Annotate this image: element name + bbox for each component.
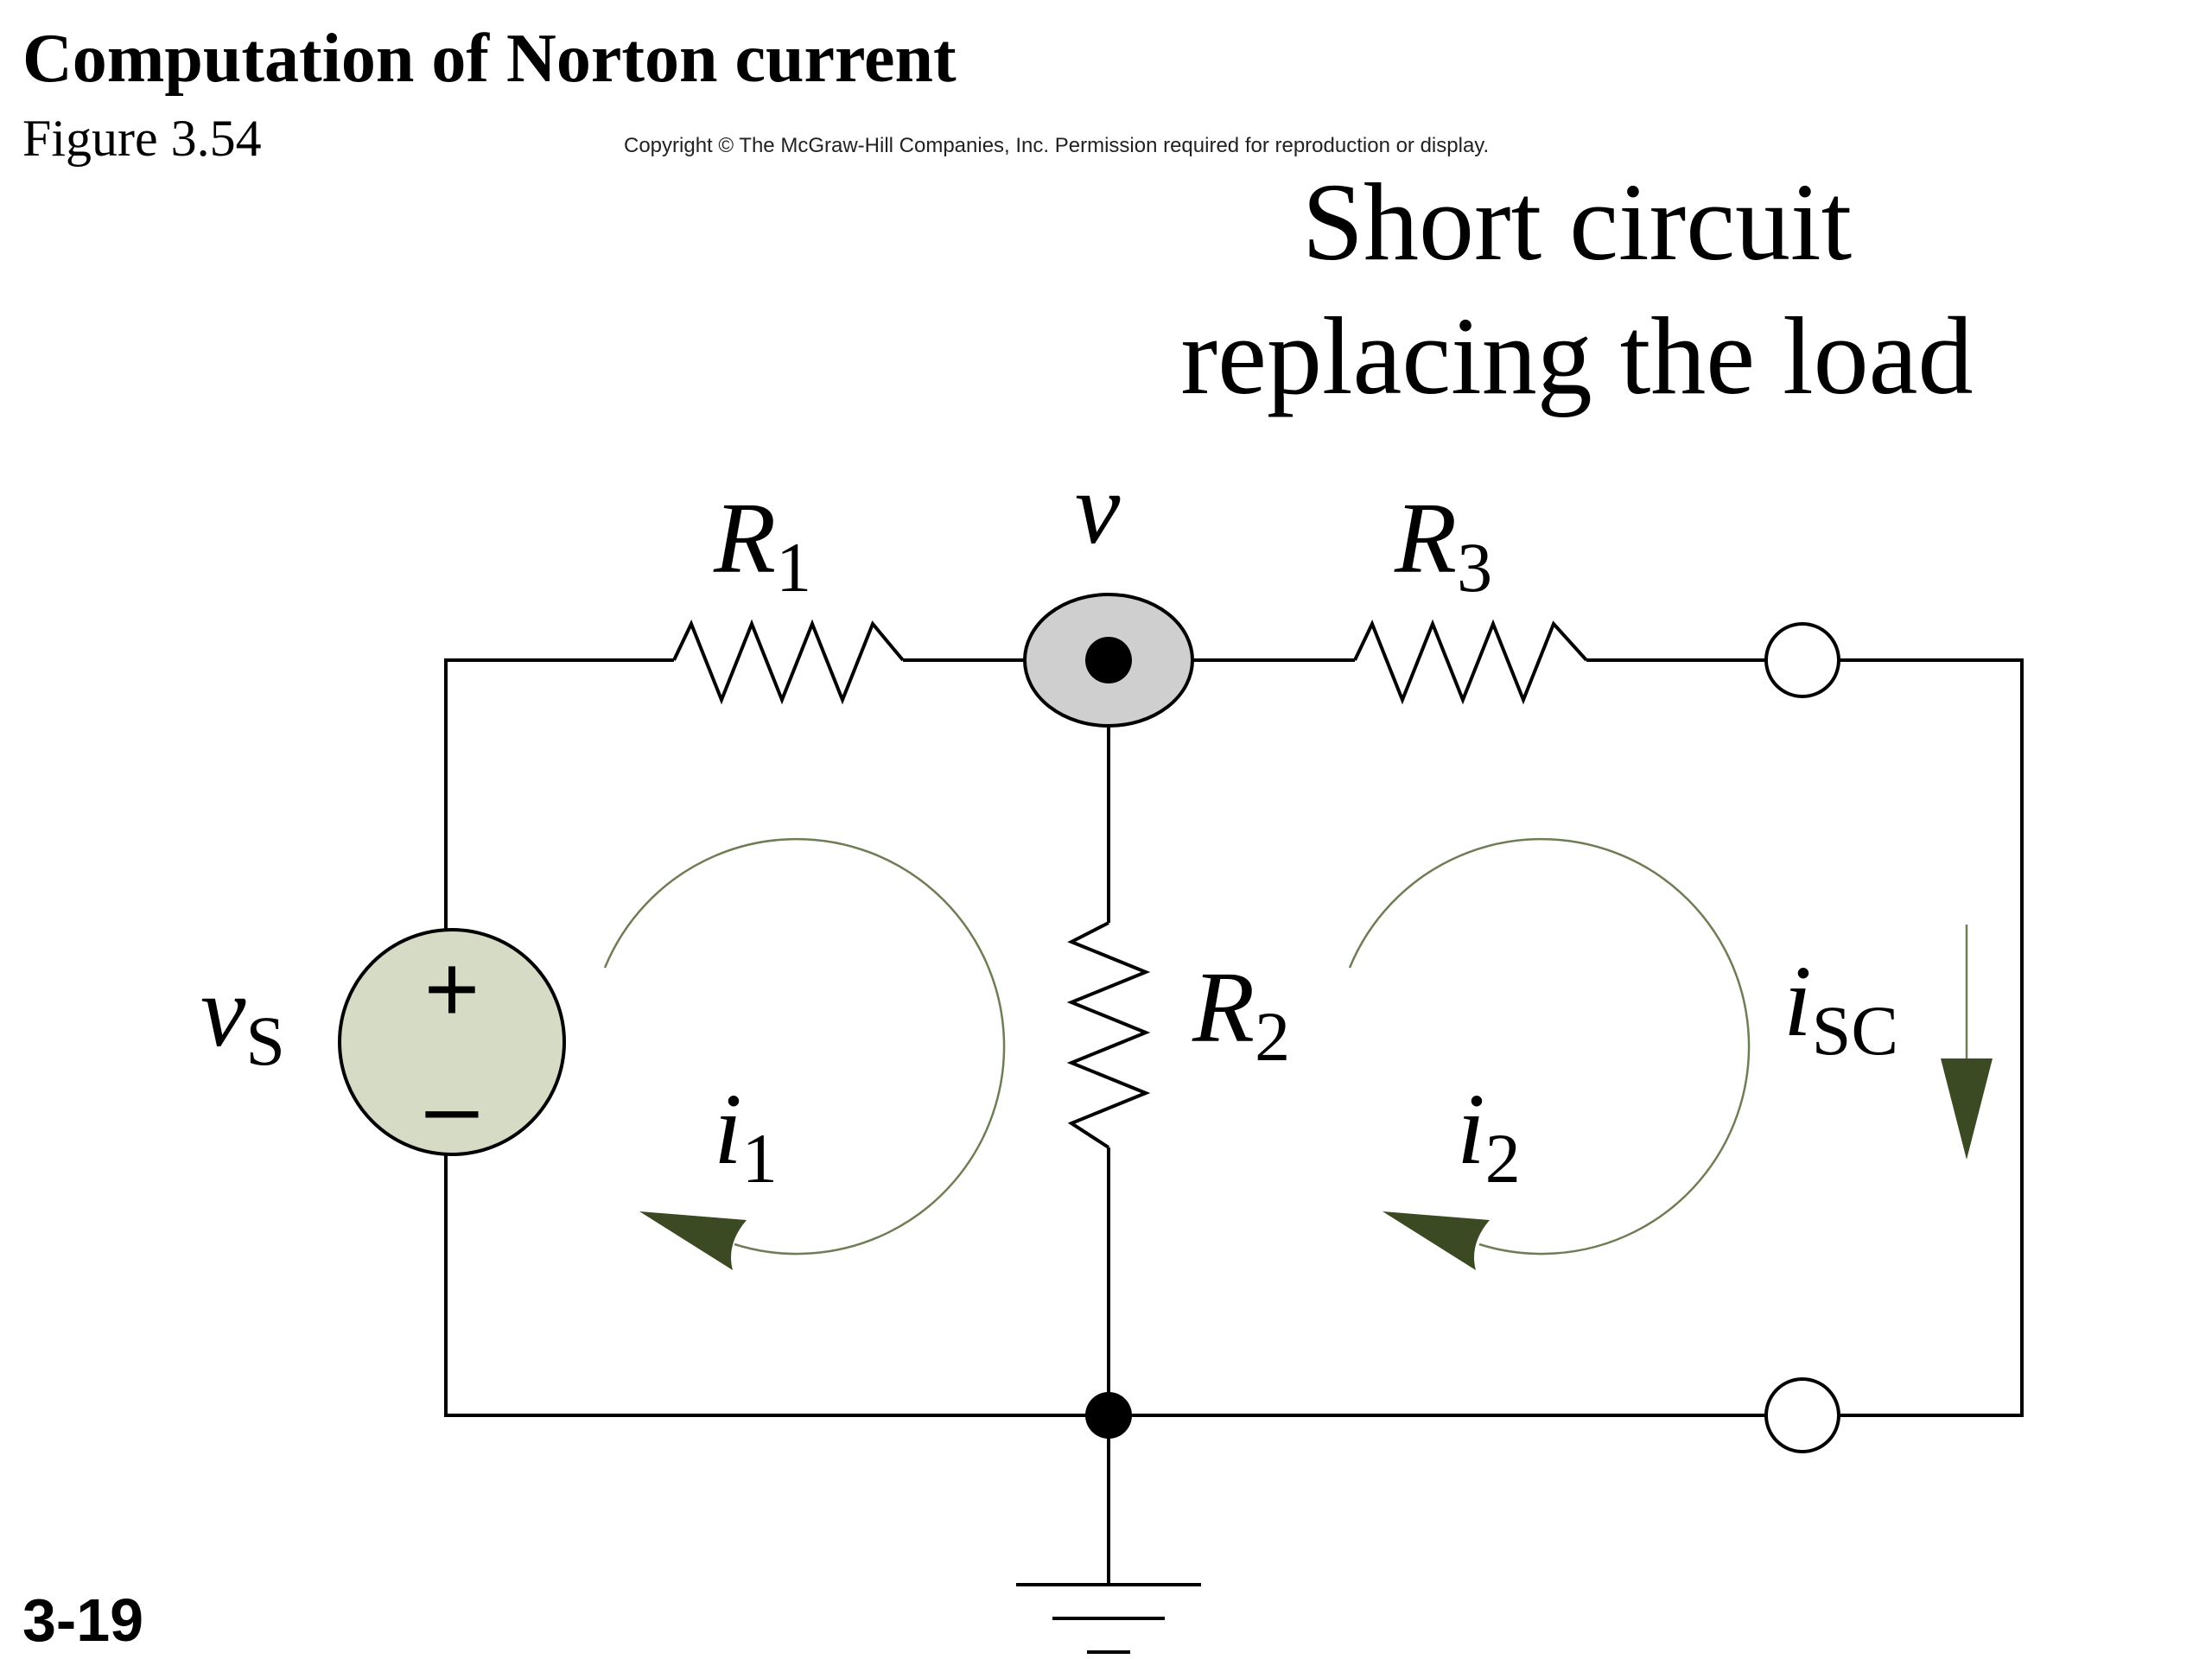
label-i1-subscript: 1 xyxy=(742,1119,778,1198)
mesh-loop-i1 xyxy=(603,837,1006,1255)
wire-right-short xyxy=(1834,658,2024,1417)
ground-icon xyxy=(1016,1583,1201,1654)
terminal-top xyxy=(1764,622,1840,698)
label-r1: R1 xyxy=(713,481,811,607)
figure-label: Figure 3.54 xyxy=(22,110,262,167)
label-r2: R2 xyxy=(1192,950,1290,1076)
slide-title: Computation of Norton current xyxy=(22,21,957,97)
wire-left-top xyxy=(444,658,674,930)
label-r2-subscript: 2 xyxy=(1255,997,1290,1076)
label-r3-subscript: 3 xyxy=(1457,528,1492,607)
mesh-arrow-i1 xyxy=(639,1211,747,1270)
resistor-r3 xyxy=(1353,619,1588,705)
label-vs-subscript: S xyxy=(245,1001,285,1080)
caption-line-1: Short circuit xyxy=(1301,161,1853,283)
label-i2-symbol: i xyxy=(1457,1072,1485,1185)
copyright-notice: Copyright © The McGraw-Hill Companies, I… xyxy=(624,134,1490,157)
wire-bottom xyxy=(444,1149,1771,1417)
node-v-dot xyxy=(1085,637,1132,683)
label-vs-symbol: v xyxy=(200,955,246,1068)
terminal-bottom xyxy=(1764,1377,1840,1453)
label-r3: R3 xyxy=(1394,481,1492,607)
label-node-v: v xyxy=(1075,452,1121,565)
label-r1-symbol: R xyxy=(713,481,776,594)
label-i2: i2 xyxy=(1457,1072,1521,1198)
mesh-arrow-i2 xyxy=(1382,1211,1490,1270)
resistor-r1 xyxy=(672,619,905,705)
label-isc-symbol: i xyxy=(1783,944,1812,1058)
label-r2-symbol: R xyxy=(1192,950,1255,1064)
label-isc: iSC xyxy=(1783,944,1898,1070)
mesh-loop-i2 xyxy=(1348,837,1751,1255)
label-i1: i1 xyxy=(714,1072,778,1198)
isc-arrow-head xyxy=(1941,1058,1993,1160)
label-i2-subscript: 2 xyxy=(1485,1119,1521,1198)
label-vs: vS xyxy=(200,955,285,1080)
label-r1-subscript: 1 xyxy=(776,528,811,607)
bottom-node-dot xyxy=(1085,1392,1132,1439)
slide-number: 3-19 xyxy=(22,1586,144,1654)
label-isc-subscript: SC xyxy=(1812,991,1898,1070)
voltage-source xyxy=(338,928,566,1156)
resistor-r2 xyxy=(1066,921,1151,1149)
short-circuit-caption: Short circuit replacing the load xyxy=(1089,156,2065,423)
source-minus-sign: – xyxy=(425,1053,479,1160)
source-plus-sign: + xyxy=(424,936,480,1042)
caption-line-2: replacing the load xyxy=(1180,295,1974,417)
label-r3-symbol: R xyxy=(1394,481,1457,594)
label-i1-symbol: i xyxy=(714,1072,742,1185)
